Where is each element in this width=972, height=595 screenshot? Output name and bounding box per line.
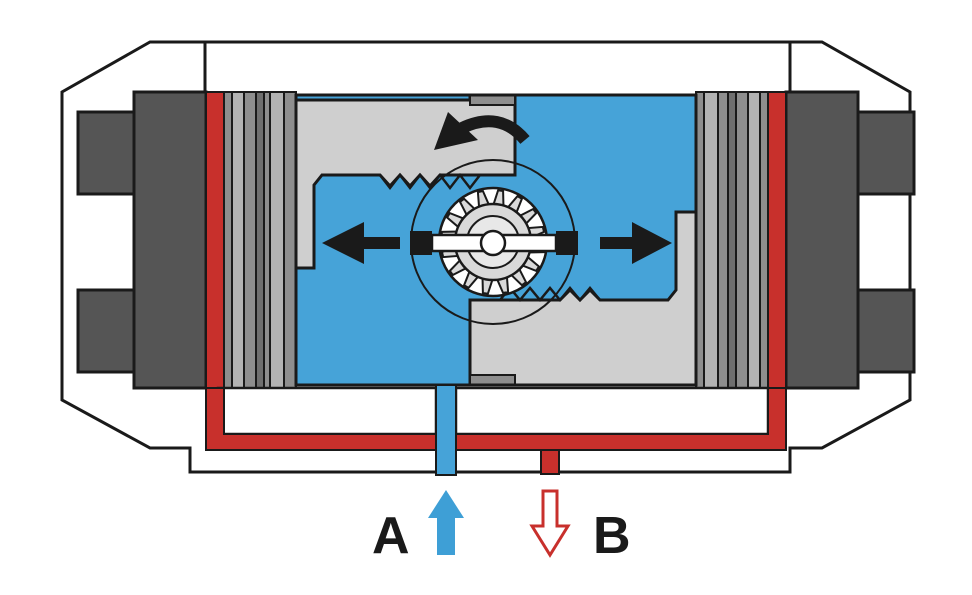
end-cap-left [132,90,208,390]
cap-bolt-left-top [76,110,136,196]
arrow-left-icon [322,222,400,264]
seal-stack-right [695,91,769,389]
rotation-arrowhead-icon [434,112,478,150]
port-b-label: B [593,507,631,565]
exhaust-wall-left [205,91,225,389]
rotation-arrow-icon [459,115,530,145]
port-a-label: A [372,507,410,565]
shaft-end-right [556,231,578,255]
seal-stack-left [223,91,297,389]
shaft-end-left [410,231,432,255]
exhaust-wall-right [767,91,787,389]
rack-teeth-bottom [499,286,601,302]
cap-bolt-right-top [856,110,916,196]
port-b-exhaust-arrow-icon [529,489,571,558]
end-cap-right [784,90,860,390]
chamber-outline [294,93,698,387]
supply-channel-a [435,384,457,476]
exhaust-port-b-channel [540,449,560,475]
port-a-inlet-arrow-icon [428,490,464,555]
cap-bolt-left-bottom [76,288,136,374]
manifold-chamber-right [454,386,770,436]
cap-bolt-right-bottom [856,288,916,374]
arrow-right-icon [600,222,672,264]
manifold-chamber-left [216,386,438,436]
shaft-pin [479,229,507,257]
